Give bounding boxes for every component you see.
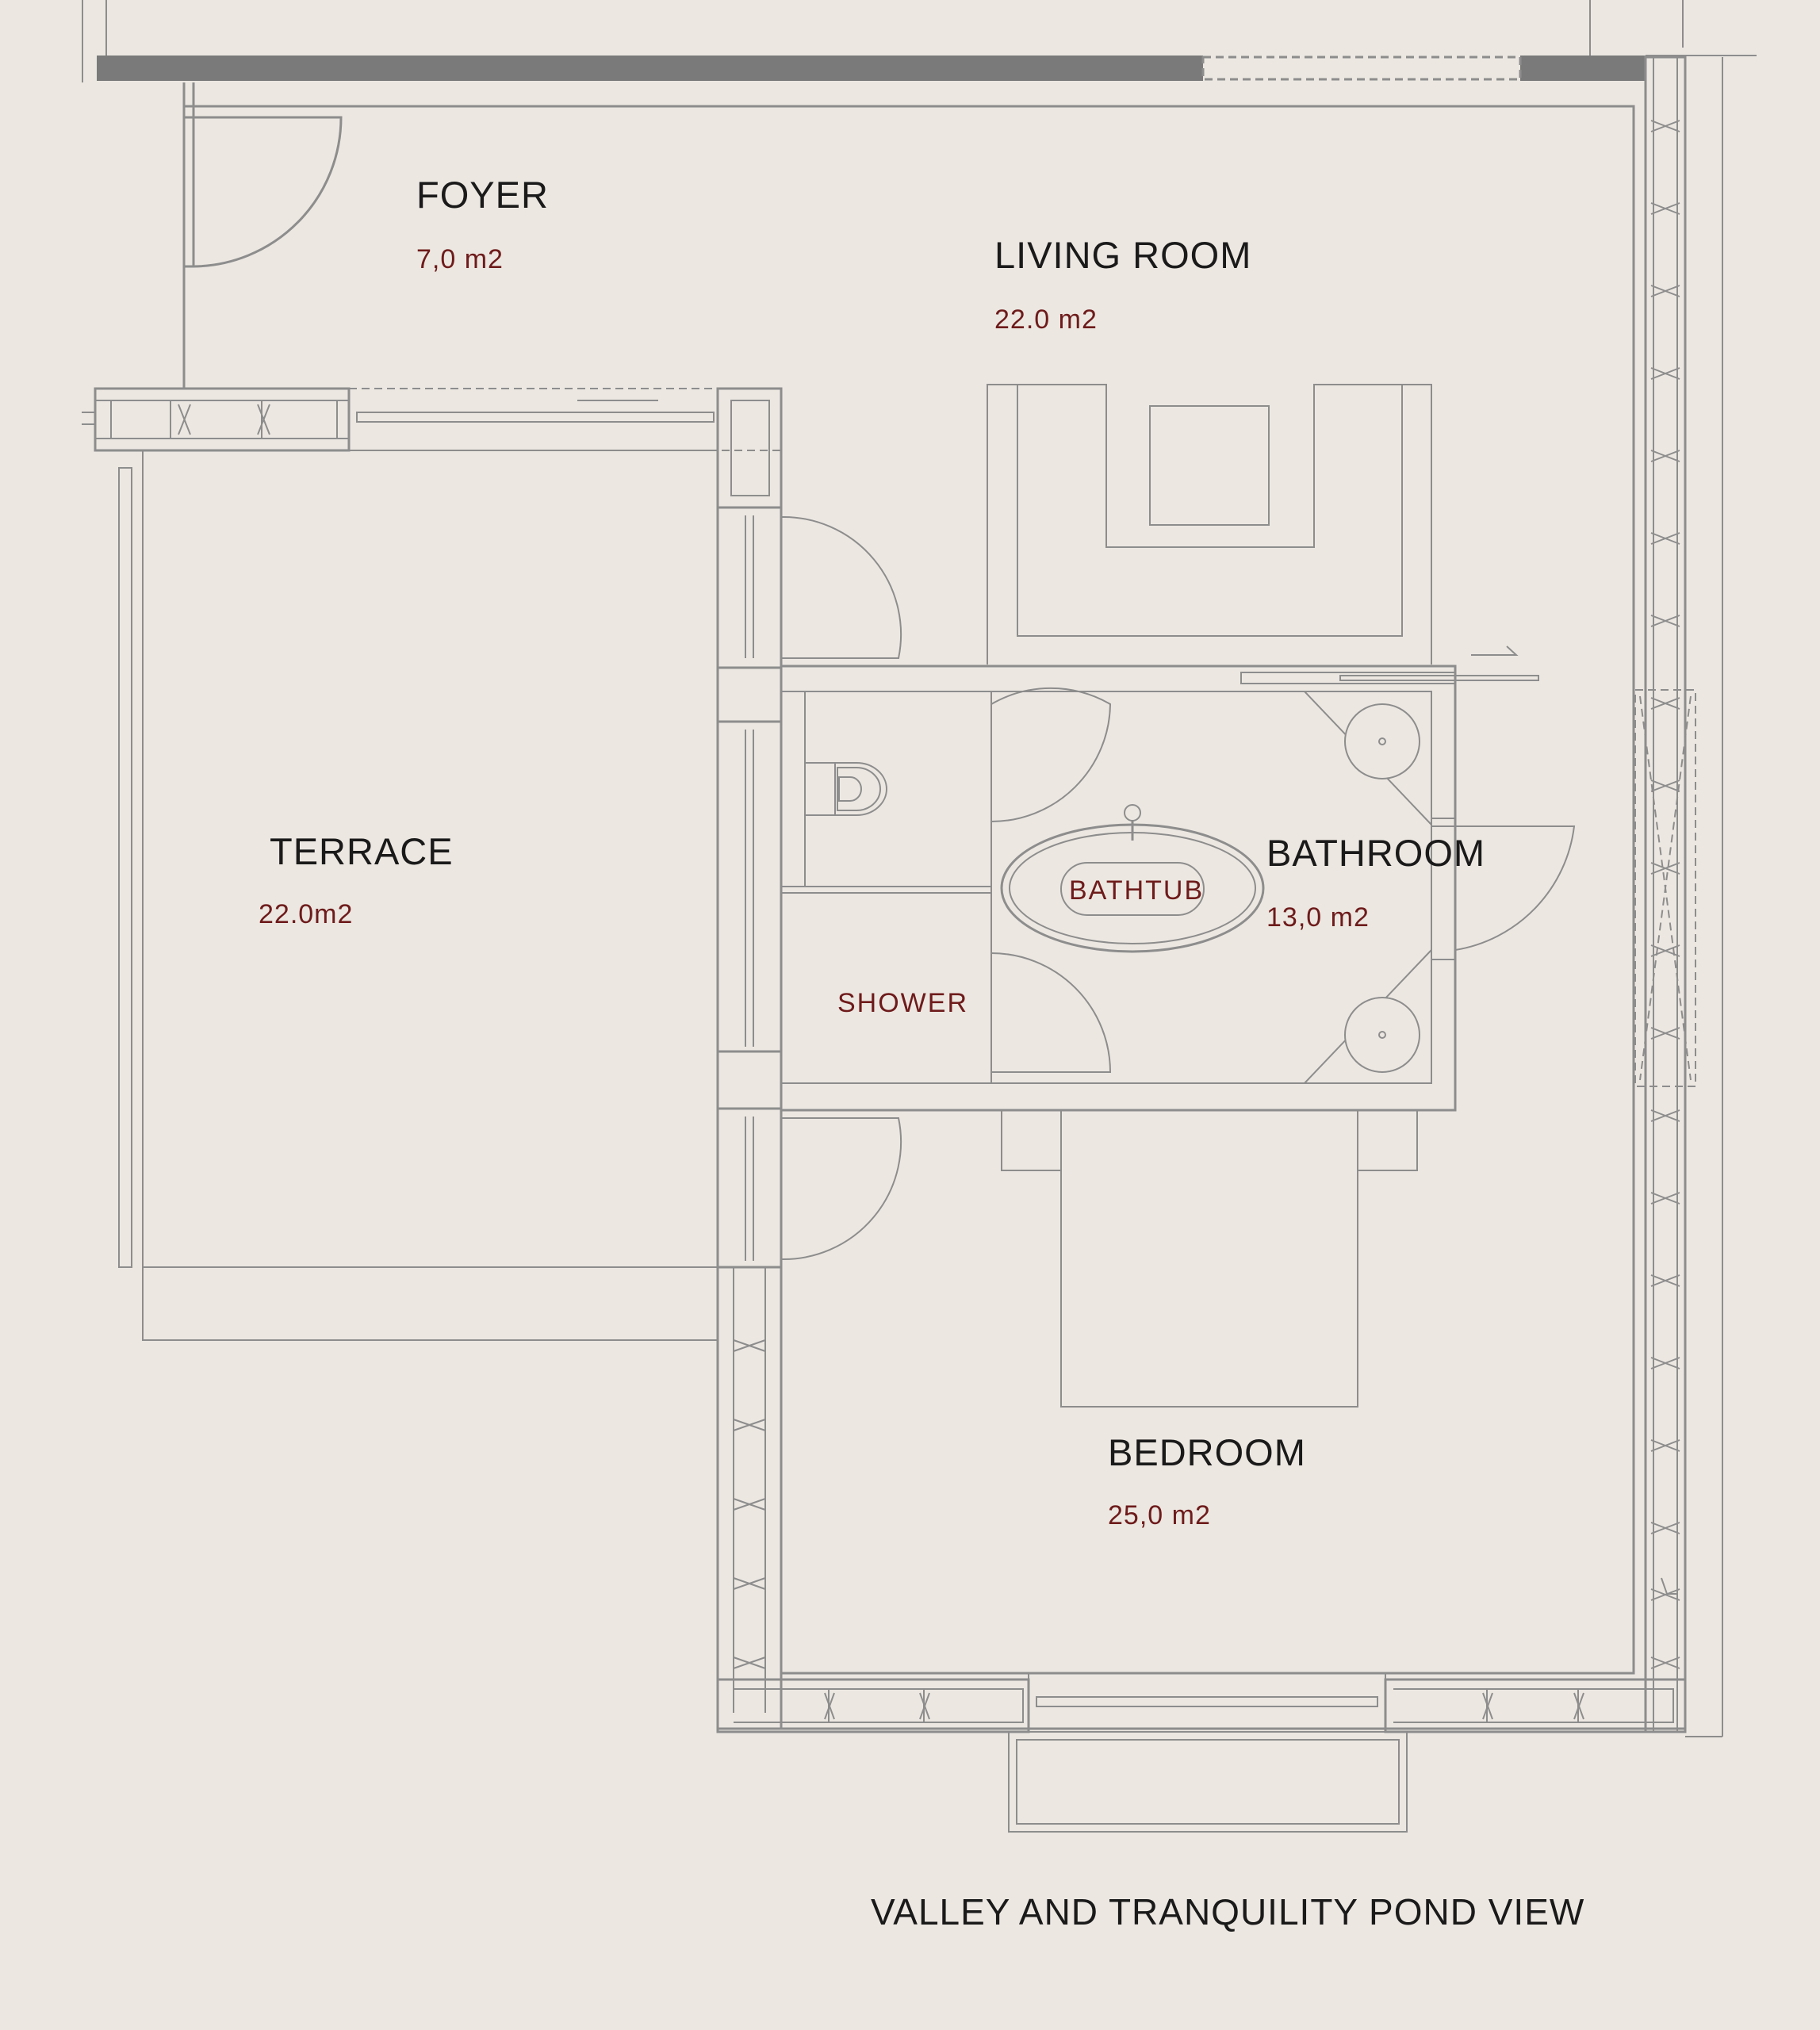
room-area-terrace: 22.0m2 xyxy=(259,899,354,929)
living-room-sofa xyxy=(987,384,1432,665)
terrace-sliding-door xyxy=(348,388,782,451)
top-wall-right xyxy=(1520,56,1646,81)
top-window xyxy=(1201,56,1522,81)
right-exterior-wall xyxy=(1644,56,1687,1733)
room-name-terrace: TERRACE xyxy=(270,830,454,872)
foyer-door xyxy=(184,116,343,268)
shower-door xyxy=(990,952,1112,1073)
bedroom-window xyxy=(1028,1672,1386,1733)
room-area-bathroom: 13,0 m2 xyxy=(1266,902,1370,933)
bathtub-icon xyxy=(1000,804,1265,953)
bedroom-south-wall-right xyxy=(1384,1678,1687,1733)
lower-basin-icon xyxy=(1304,949,1432,1084)
right-wall-studs xyxy=(1650,120,1680,1669)
bedroom-balcony xyxy=(1008,1731,1408,1833)
bedroom-door xyxy=(780,1117,902,1261)
bedroom-west-wall xyxy=(716,1266,783,1730)
view-caption: VALLEY AND TRANQUILITY POND VIEW xyxy=(871,1891,1585,1932)
living-inner-wall xyxy=(184,105,1635,1675)
room-name-living: LIVING ROOM xyxy=(994,234,1252,276)
terrace-top-wall xyxy=(94,387,351,452)
shower-label: SHOWER xyxy=(837,988,968,1018)
room-area-foyer: 7,0 m2 xyxy=(416,244,504,274)
room-area-bedroom: 25,0 m2 xyxy=(1108,1500,1211,1530)
bedroom-south-wall-left xyxy=(716,1678,1030,1733)
toilet-icon xyxy=(804,762,887,816)
bathtub-label: BATHTUB xyxy=(1069,875,1205,906)
room-name-foyer: FOYER xyxy=(416,174,549,216)
bed-icon xyxy=(1001,1109,1418,1408)
bathroom-east-door xyxy=(1431,825,1576,951)
living-room-door xyxy=(780,515,902,659)
upper-basin-icon xyxy=(1304,691,1432,825)
wc-door xyxy=(990,687,1112,822)
top-wall-left xyxy=(97,56,1203,81)
room-name-bathroom: BATHROOM xyxy=(1266,832,1486,874)
room-name-bedroom: BEDROOM xyxy=(1108,1431,1306,1473)
room-area-living: 22.0 m2 xyxy=(994,304,1098,335)
